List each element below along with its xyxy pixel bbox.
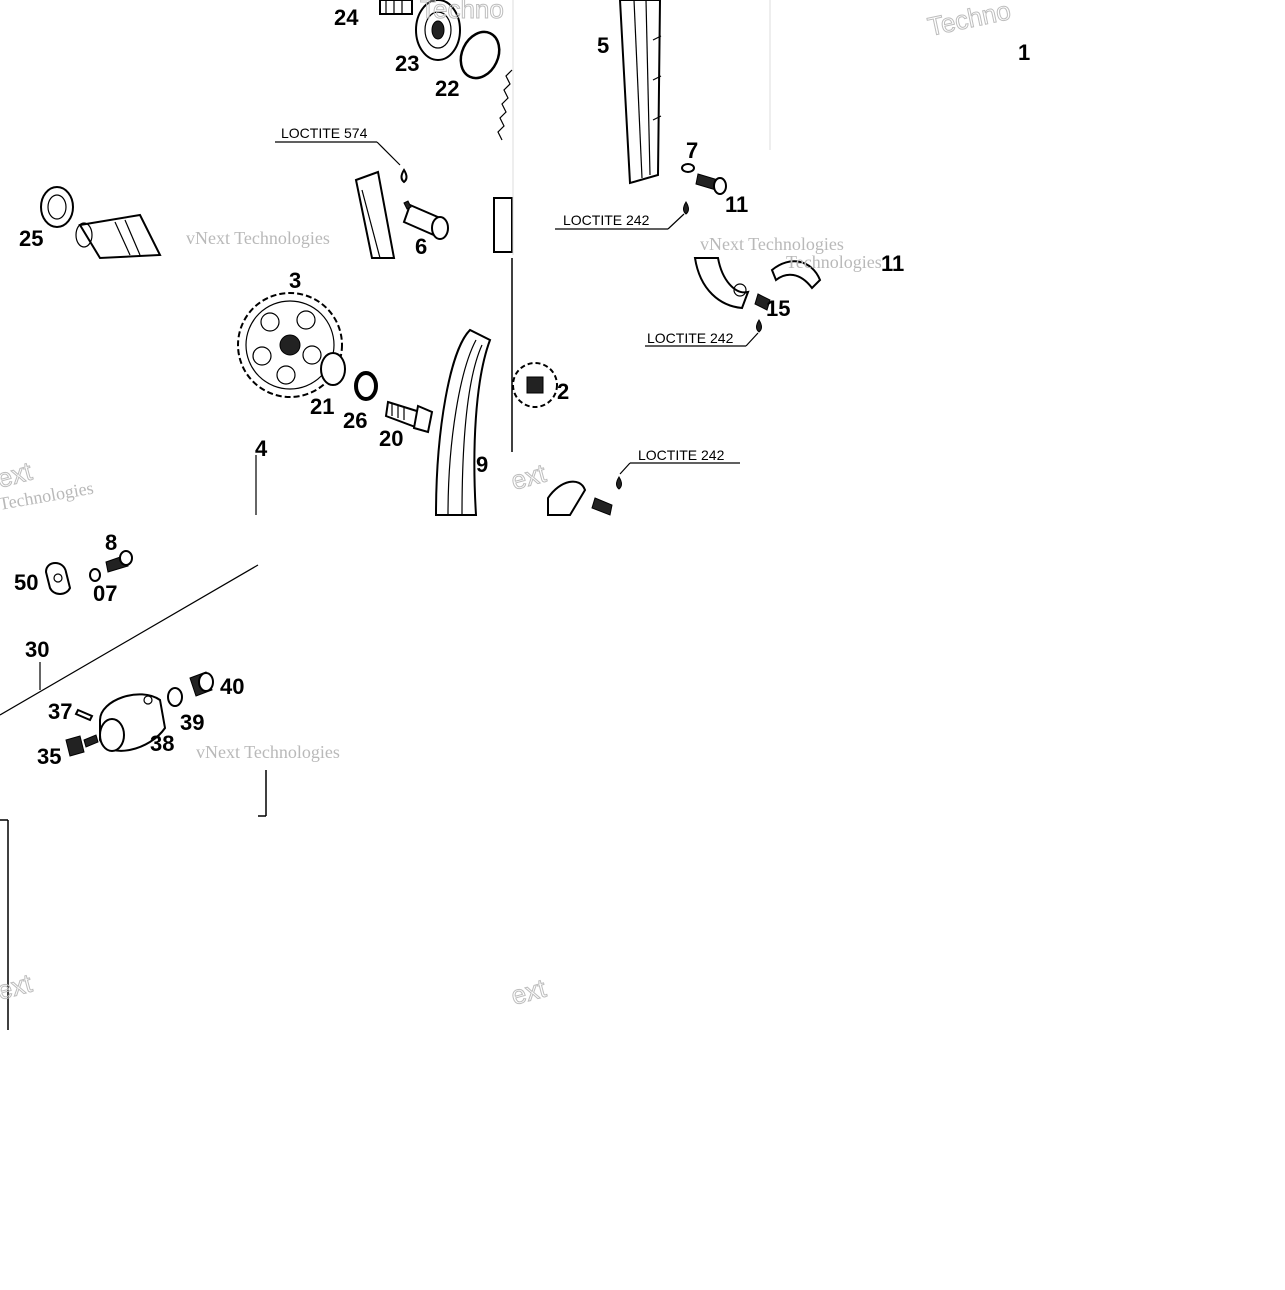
part-07-washer [89,568,101,582]
tile-top-middle: LOCTITE 242 5 7 11 vNext Technologies [512,0,844,255]
watermark-2: vNext Technologies [700,234,844,254]
callout-15: 15 [766,296,790,321]
watermark-ext-3: ext [0,968,36,1006]
loctite-574-label: LOCTITE 574 [281,125,368,141]
part-15-screw [754,293,771,311]
callout-35: 35 [37,744,61,769]
callout-9: 9 [476,452,488,477]
callout-07: 07 [93,581,117,606]
callout-21: 21 [310,394,334,419]
callout-3: 3 [289,268,301,293]
part-40-plug [189,671,214,697]
loctite-drop-3 [756,319,762,333]
callout-8: 8 [105,530,117,555]
part-24-bearing [379,0,413,15]
part-39-seal [167,687,183,707]
tile-middle-center: LOCTITE 242 LOCTITE 242 15 2 11 Technolo… [507,251,904,516]
loctite-drop [400,168,408,184]
part-6-guide-bolt [402,200,449,240]
part-50-clamp [44,562,72,595]
callout-24: 24 [334,5,359,30]
callout-25: 25 [19,226,43,251]
watermark-techno: Techno [420,0,504,24]
part-guide-arm [693,257,750,310]
tile-lower-left: 8 50 07 30 40 37 39 38 35 vNext Technolo… [0,530,340,769]
watermark-ext-2: ext [508,458,550,496]
part-2-sprocket [512,362,558,408]
callout-23: 23 [395,51,419,76]
part-9-guide-rail [434,328,492,516]
tile-top-right: Techno 1 [925,0,1031,65]
part-shaft [75,213,162,260]
callout-30: 30 [25,637,49,662]
loctite-drop-4 [616,476,622,490]
part-spring [83,734,99,748]
callout-11b: 11 [881,251,904,276]
part-11-screw [695,173,727,195]
loctite-242-label-3: LOCTITE 242 [638,447,725,463]
leader-574-b [376,141,401,166]
tile-top-left: LOCTITE 574 24 23 22 25 6 vNext Technolo… [19,0,513,260]
watermark-ext-4: ext [508,973,550,1011]
part-8-screw [105,550,133,573]
part-20-bolt [384,400,434,434]
leader-242-b [667,213,685,230]
callout-1: 1 [1018,40,1030,65]
part-7-washer [681,163,695,173]
line-30 [0,564,259,716]
part-tensioner-lower [547,480,613,516]
part-5-guide-rail [618,0,662,185]
part-cover-edge [770,260,822,290]
callout-11: 11 [725,192,748,217]
callout-40: 40 [220,674,244,699]
part-21-washer [320,352,346,386]
loctite-242-label: LOCTITE 242 [563,212,650,228]
part-26-ring [354,371,378,401]
watermark-techno-2: Techno [925,0,1013,42]
callout-39: 39 [180,710,204,735]
leader-242-2b [745,332,759,347]
chain-sliver [493,197,513,253]
part-25-needle-bearing [40,186,74,228]
callout-7: 7 [686,138,698,163]
gear-edge [497,69,513,141]
callout-2: 2 [557,379,569,404]
callout-50: 50 [14,570,38,595]
part-37-pin [74,708,94,722]
callout-22: 22 [435,76,459,101]
tile-middle-left: 3 21 26 20 4 9 Technologies ext [0,268,492,516]
callout-26: 26 [343,408,367,433]
watermark-5: vNext Technologies [196,742,340,762]
callout-38: 38 [150,731,174,756]
callout-37: 37 [48,699,72,724]
part-22-circlip [459,30,501,80]
callout-20: 20 [379,426,403,451]
leader-242-3b [619,462,631,475]
part-3-sprocket [237,292,343,398]
watermark-4: Technologies [786,252,882,272]
loctite-drop-2 [683,201,689,215]
callout-5: 5 [597,33,609,58]
part-rail-left [354,170,396,259]
part-35-nut [65,735,85,757]
callout-6: 6 [415,234,427,259]
loctite-242-label-2: LOCTITE 242 [647,330,734,346]
part-23-ball-bearing [415,0,461,61]
part-38-tensioner-body [99,693,167,752]
watermark: vNext Technologies [186,228,330,248]
callout-4: 4 [255,436,268,461]
tile-bottom: ext ext [0,770,550,1030]
